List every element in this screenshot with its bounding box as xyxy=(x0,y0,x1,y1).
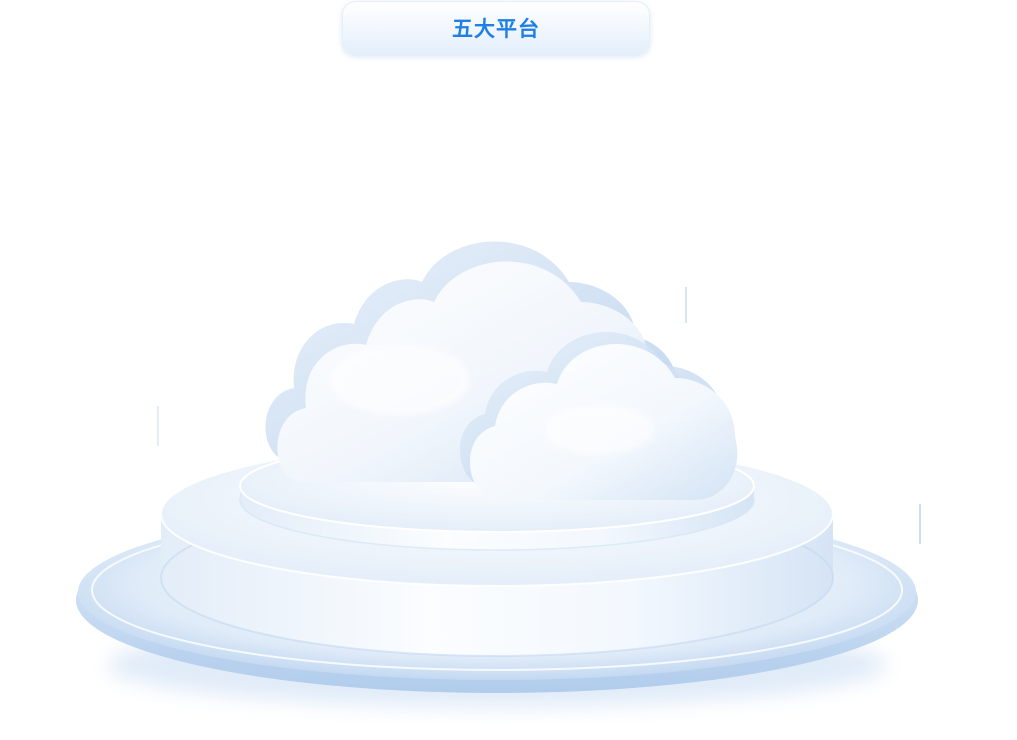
cloud-highlight xyxy=(330,345,470,415)
page-title: 五大平台 xyxy=(452,17,540,41)
title-badge: 五大平台 xyxy=(342,1,650,55)
cloud-highlight-small xyxy=(545,405,655,455)
